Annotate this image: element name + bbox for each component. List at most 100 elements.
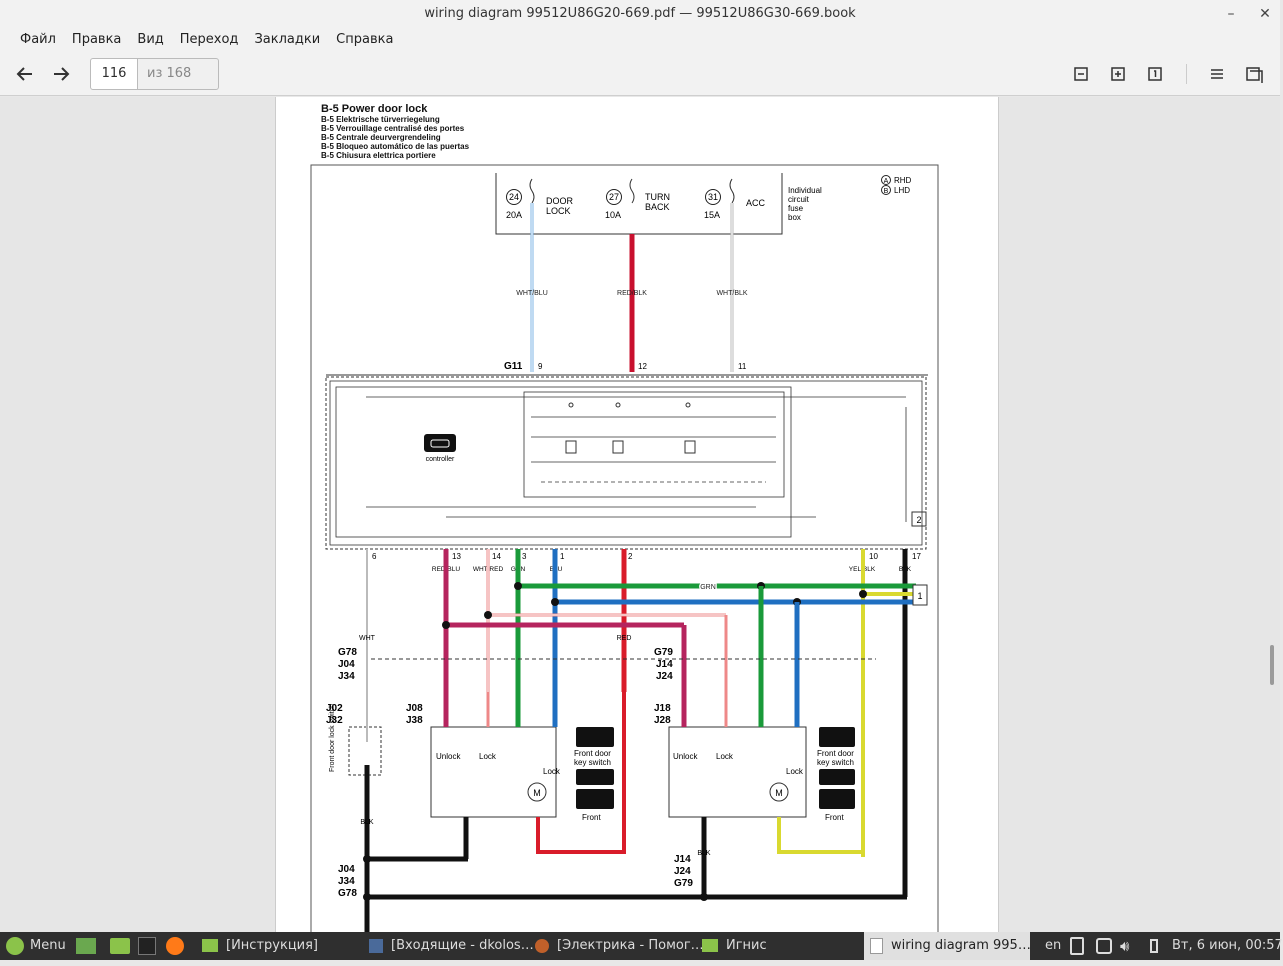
svg-text:17: 17: [912, 552, 921, 561]
mail-icon: [369, 938, 383, 953]
svg-text:1: 1: [917, 591, 922, 601]
start-menu-button[interactable]: Menu: [6, 932, 70, 960]
menu-help[interactable]: Справка: [336, 32, 394, 47]
svg-text:RED/BLK: RED/BLK: [617, 290, 647, 297]
zoom-original-icon[interactable]: [1143, 62, 1167, 86]
svg-text:TURN: TURN: [645, 192, 670, 202]
svg-text:27: 27: [609, 192, 619, 202]
svg-text:key switch: key switch: [574, 758, 611, 767]
subtitle-es: B-5 Bloqueo automático de las puertas: [321, 142, 470, 151]
svg-text:M: M: [533, 788, 541, 798]
menu-edit[interactable]: Правка: [71, 32, 122, 47]
terminal-icon[interactable]: [138, 932, 160, 960]
svg-text:Lock: Lock: [716, 752, 734, 761]
files-icon[interactable]: [110, 932, 132, 960]
buses: GRN 1 RED WHT: [359, 582, 928, 642]
document-view[interactable]: B-5 Power door lock B-5 Elektrische türv…: [0, 97, 1280, 936]
folder-icon: [202, 939, 218, 952]
taskbar-window-ignis[interactable]: Игнис: [702, 932, 852, 960]
svg-text:Front door lock switch: Front door lock switch: [329, 704, 336, 772]
page-number-input[interactable]: 116: [90, 58, 138, 90]
g78-g79-connectors: G78 J04 J34 G79 J14 J24: [338, 647, 876, 682]
firefox-icon[interactable]: [166, 932, 188, 960]
zoom-in-icon[interactable]: [1106, 62, 1130, 86]
svg-text:31: 31: [708, 192, 718, 202]
menu-bookmarks[interactable]: Закладки: [254, 32, 321, 47]
svg-text:2: 2: [916, 515, 921, 525]
keyboard-layout-indicator[interactable]: en: [1045, 938, 1062, 953]
svg-text:1: 1: [560, 552, 565, 561]
browser-icon: [535, 938, 549, 953]
taskbar-window-instruction[interactable]: [Инструкция]: [202, 932, 362, 960]
svg-text:20A: 20A: [506, 210, 522, 220]
update-manager-icon[interactable]: [1096, 932, 1116, 960]
fuse-27: 27 10A TURN BACK: [605, 189, 670, 220]
svg-text:LOCK: LOCK: [546, 206, 571, 216]
fusebox-note-1: Individual: [788, 186, 822, 195]
subtitle-it: B-5 Chiusura elettrica portiere: [321, 151, 436, 160]
svg-text:6: 6: [372, 552, 377, 561]
svg-text:G79: G79: [654, 647, 673, 658]
vertical-scrollbar[interactable]: [1270, 645, 1274, 685]
zoom-out-icon[interactable]: [1069, 62, 1093, 86]
ground-lines: J04 J34 G78 J14 J24 G79: [338, 854, 907, 932]
svg-text:G78: G78: [338, 888, 357, 899]
svg-text:J34: J34: [338, 671, 355, 682]
taskbar-window-wiring-diagram[interactable]: wiring diagram 995…: [864, 932, 1031, 960]
diagram-title: B-5 Power door lock: [321, 103, 428, 115]
svg-text:DOOR: DOOR: [546, 196, 574, 206]
svg-text:GRN: GRN: [700, 584, 716, 591]
taskbar-window-inbox[interactable]: [Входящие - dkolos…: [369, 932, 534, 960]
g11-connector: G11 9 12 11: [326, 361, 928, 376]
svg-text:BLK: BLK: [360, 819, 374, 826]
svg-text:RHD: RHD: [894, 176, 912, 185]
clipboard-icon[interactable]: [1070, 932, 1090, 960]
sidebar-toggle-icon[interactable]: [1242, 62, 1266, 86]
forward-arrow-icon[interactable]: [49, 62, 73, 86]
menu-go[interactable]: Переход: [179, 32, 239, 47]
svg-text:RED: RED: [617, 635, 632, 642]
svg-text:G78: G78: [338, 647, 357, 658]
svg-text:J38: J38: [406, 715, 423, 726]
battery-icon[interactable]: [1150, 932, 1164, 960]
fusebox-note-4: box: [788, 213, 801, 222]
svg-text:ACC: ACC: [746, 198, 766, 208]
document-icon: [870, 937, 883, 954]
back-arrow-icon[interactable]: [13, 62, 37, 86]
fuse-31: 31 15A ACC: [704, 189, 766, 220]
show-desktop-icon[interactable]: [76, 932, 98, 960]
svg-text:BACK: BACK: [645, 202, 670, 212]
minimize-icon[interactable]: –: [1227, 5, 1235, 22]
pdf-page: B-5 Power door lock B-5 Elektrische türv…: [275, 97, 999, 936]
top-wires: WHT/BLU RED/BLK WHT/BLK: [516, 203, 748, 372]
taskbar-window-electrics[interactable]: [Электрика - Помог…: [535, 932, 704, 960]
diagram-heading: B-5 Power door lock B-5 Elektrische türv…: [321, 103, 469, 160]
page-count: из 168: [137, 58, 219, 90]
legend: A RHD B LHD: [881, 175, 912, 195]
toolbar-separator: [1186, 64, 1187, 84]
menu-view[interactable]: Вид: [137, 32, 164, 47]
menu-file[interactable]: Файл: [20, 32, 56, 47]
svg-text:A: A: [884, 178, 889, 185]
svg-text:Front: Front: [582, 813, 601, 822]
svg-text:B: B: [884, 188, 889, 195]
close-icon[interactable]: ✕: [1259, 5, 1271, 22]
svg-text:G79: G79: [674, 878, 693, 889]
svg-text:LHD: LHD: [894, 186, 910, 195]
mint-logo-icon: [6, 936, 24, 955]
volume-icon[interactable]: 🔊︎: [1120, 937, 1130, 955]
controller-label: controller: [426, 456, 455, 463]
svg-text:Front: Front: [825, 813, 844, 822]
svg-text:13: 13: [452, 552, 461, 561]
clock[interactable]: Вт, 6 июн, 00:57: [1172, 938, 1283, 953]
svg-text:J28: J28: [654, 715, 671, 726]
hamburger-menu-icon[interactable]: [1205, 62, 1229, 86]
svg-text:J18: J18: [654, 703, 671, 714]
folder-icon: [702, 939, 718, 952]
fusebox-note-3: fuse: [788, 204, 804, 213]
svg-text:Lock: Lock: [543, 767, 561, 776]
svg-text:Lock: Lock: [479, 752, 497, 761]
svg-text:11: 11: [738, 362, 747, 371]
toolbar: 116 из 168: [0, 52, 1280, 96]
svg-text:G11: G11: [504, 361, 523, 372]
